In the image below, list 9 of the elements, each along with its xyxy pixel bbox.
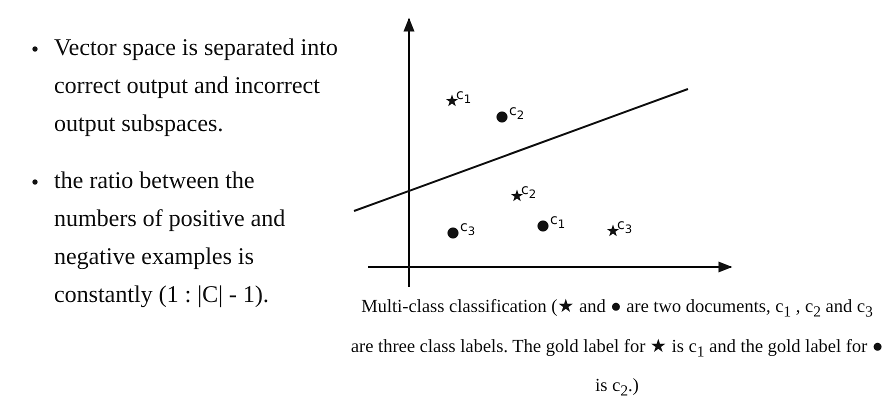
class-label: c$_{1}$ bbox=[456, 88, 472, 106]
class-label: c$_{3}$ bbox=[460, 220, 476, 238]
class-label: c$_{1}$ bbox=[550, 213, 566, 231]
bullet-text: the ratio between the numbers of positive and negative examples is constantly (1 : |C| - 1). bbox=[54, 167, 286, 310]
class-label: c$_{3}$ bbox=[617, 218, 632, 236]
bullet-text: Vector space is separated into correct output and incorrect output subspaces. bbox=[54, 34, 339, 139]
figure-caption: Multi-class classification (★ and ● are two documents, c$_{1}$ , c$_{2}$ and c$_{3}$ are three class labels. The gold label for ★ is c$_{1}$ and the gold label for ● is c$_{2}$.) bbox=[350, 296, 884, 402]
class-label: c$_{2}$ bbox=[521, 183, 536, 201]
class-label: c$_{2}$ bbox=[509, 104, 524, 122]
